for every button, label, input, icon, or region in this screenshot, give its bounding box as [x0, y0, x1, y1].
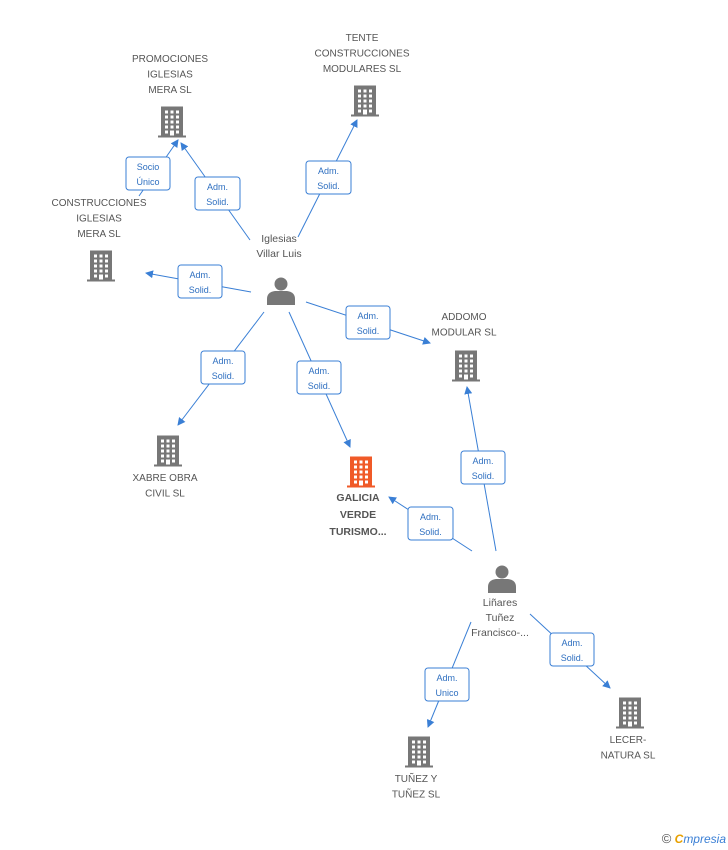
node-tente[interactable]: TENTE CONSTRUCCIONES MODULARES SL [314, 33, 410, 117]
edge-iglesias-to-xabre: Adm. Solid. [177, 311, 265, 426]
edge-iglesias-to-galicia: Adm. Solid. [288, 311, 351, 448]
edge-label-line: Solid. [472, 471, 495, 481]
node-promociones[interactable]: PROMOCIONES IGLESIAS MERA SL [132, 54, 208, 138]
node-label-line: TURISMO... [329, 526, 386, 538]
edge-label-box[interactable] [424, 667, 470, 702]
building-icon [405, 736, 433, 768]
node-label-line: IGLESIAS [147, 70, 193, 81]
edge-label-line: Solid. [189, 285, 212, 295]
node-construcciones[interactable]: CONSTRUCCIONES IGLESIAS MERA SL [51, 198, 147, 282]
node-label-line: ADDOMO [442, 312, 487, 323]
edge-iglesias-to-addomo: Adm. Solid. [305, 301, 431, 345]
node-label-line: CONSTRUCCIONES [51, 198, 146, 209]
edge-linares-to-tunez: Adm. Unico [424, 621, 472, 728]
edge-label-line: Solid. [419, 527, 442, 537]
edge-label-line: Adm. [420, 512, 441, 522]
edge-label-line: Solid. [212, 371, 235, 381]
edge-label-line: Adm. [212, 356, 233, 366]
edge-label-box[interactable] [125, 156, 171, 191]
edge-label-line: Adm. [308, 366, 329, 376]
edge-linares-to-addomo: Adm. Solid. [460, 386, 506, 552]
node-label-line: TENTE [346, 33, 379, 44]
brand-first-letter: C [674, 832, 684, 846]
edge-label-box[interactable] [296, 360, 342, 395]
edge-label-line: Adm. [561, 638, 582, 648]
edge-label-line: Único [136, 177, 159, 187]
edge-label-line: Solid. [308, 381, 331, 391]
edge-label-box[interactable] [549, 632, 595, 667]
building-icon [452, 350, 480, 382]
person-icon [267, 277, 295, 305]
nodes-layer: PROMOCIONES IGLESIAS MERA SL TENTE CONSTRUCC… [51, 33, 655, 801]
edge-linares-to-galicia: Adm. Solid. [388, 496, 473, 552]
edge-label-box[interactable] [407, 506, 454, 541]
node-galicia[interactable]: GALICIA VERDE TURISMO... [329, 456, 387, 539]
node-label-line: IGLESIAS [76, 214, 122, 225]
edge-label-line: Adm. [472, 456, 493, 466]
edge-iglesias-to-tente: Adm. Solid. [297, 119, 358, 238]
node-label-line: MERA SL [148, 85, 192, 96]
edge-label-line: Solid. [357, 326, 380, 336]
edge-label-line: Socio [137, 162, 160, 172]
node-label-line: Iglesias [261, 233, 297, 245]
edge-label-line: Adm. [207, 182, 228, 192]
edge-label-line: Adm. [436, 673, 457, 683]
person-icon [488, 565, 516, 593]
node-linares[interactable]: LiñaresTuñezFrancisco-... [471, 565, 529, 640]
edge-label-box[interactable] [177, 264, 223, 299]
building-icon [347, 456, 375, 488]
edge-label-line: Adm. [189, 270, 210, 280]
edge-iglesias-to-construcciones: Adm. Solid. [145, 264, 252, 299]
node-label-line: PROMOCIONES [132, 54, 208, 65]
node-label-line: TUÑEZ Y [395, 772, 438, 785]
node-label-line: GALICIA [336, 492, 380, 504]
edge-label-box[interactable] [194, 176, 241, 211]
edge-label-box[interactable] [345, 305, 391, 340]
edge-linares-to-lecer: Adm. Solid. [529, 613, 611, 689]
copyright-symbol: © [661, 831, 672, 846]
node-label-line: TUÑEZ SL [392, 788, 441, 801]
edge-label-box[interactable] [305, 160, 352, 195]
node-label-line: MODULAR SL [431, 328, 496, 339]
edge-label-box[interactable] [460, 450, 506, 485]
node-lecer[interactable]: LECER- NATURA SL [601, 697, 656, 762]
node-label-line: Villar Luis [256, 248, 301, 260]
node-label-line: CIVIL SL [145, 489, 185, 500]
node-tunez[interactable]: TUÑEZ Y TUÑEZ SL [392, 736, 441, 801]
edge-label-line: Adm. [318, 166, 339, 176]
node-label-line: Francisco-... [471, 627, 529, 639]
edge-label-line: Solid. [561, 653, 584, 663]
building-icon [87, 250, 115, 282]
node-label-line: VERDE [340, 509, 376, 521]
building-icon [351, 85, 379, 117]
node-label-line: CONSTRUCCIONES [314, 49, 409, 60]
empresia-watermark: © Cmpresia [662, 831, 726, 846]
edge-label-box[interactable] [200, 350, 246, 385]
node-label-line: NATURA SL [601, 751, 656, 762]
building-icon [616, 697, 644, 729]
edge-label-line: Adm. [357, 311, 378, 321]
brand-name: mpresia [683, 832, 726, 846]
node-label-line: LECER- [610, 735, 647, 746]
building-icon [158, 106, 186, 138]
edge-label-line: Solid. [317, 181, 340, 191]
node-label-line: MERA SL [77, 229, 121, 240]
building-icon [154, 435, 182, 467]
node-label-line: Tuñez [486, 612, 515, 624]
node-label-line: XABRE OBRA [132, 473, 197, 484]
edge-label-line: Unico [435, 688, 458, 698]
edge-label-line: Solid. [206, 197, 229, 207]
node-label-line: MODULARES SL [323, 64, 402, 75]
node-xabre[interactable]: XABRE OBRA CIVIL SL [132, 435, 198, 500]
node-addomo[interactable]: ADDOMO MODULAR SL [431, 312, 497, 382]
node-label-line: Liñares [483, 597, 517, 609]
edge-iglesias-to-promociones: Adm. Solid. [180, 142, 251, 241]
